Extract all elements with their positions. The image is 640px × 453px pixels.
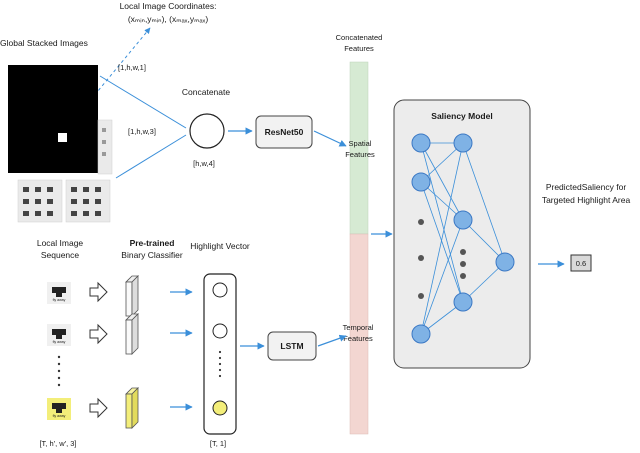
concat-features-line1: Concatenated xyxy=(336,33,383,42)
hv-slot-2 xyxy=(212,323,228,339)
predicted-value-box xyxy=(570,254,592,272)
stacked-thumbnails xyxy=(17,179,111,223)
network-edges xyxy=(420,142,506,335)
concatenate-node xyxy=(189,113,225,149)
classifier-slabs xyxy=(125,275,139,429)
pretrained-line1: Pre-trained xyxy=(130,238,175,248)
predicted-value: 0.6 xyxy=(576,259,586,268)
shape-hw1: [1,h,w,1] xyxy=(118,63,146,72)
highlight-vector-box xyxy=(203,273,237,435)
pretrained-line2: Binary Classifier xyxy=(121,250,183,260)
arrow-hw3-to-concat xyxy=(115,134,187,179)
shape-hw3: [1,h,w,3] xyxy=(128,127,156,136)
resnet-box xyxy=(255,115,313,149)
local-coords-values: (xₘᵢₙ,yₘᵢₙ), (xₘₐₓ,yₘₐₓ) xyxy=(128,14,208,24)
global-image-black xyxy=(8,65,98,173)
global-stacked-label: Global Stacked Images xyxy=(0,38,88,48)
temporal-label-line1: Temporal xyxy=(343,323,374,332)
lstm-label: LSTM xyxy=(280,341,303,351)
sequence-thumb-2: fly away xyxy=(47,324,71,346)
svg-text:fly away: fly away xyxy=(53,298,66,302)
side-icon-3 xyxy=(102,152,106,156)
spatial-label-line1: Spatial xyxy=(349,139,372,148)
resnet-label: ResNet50 xyxy=(265,127,304,137)
concatenate-label: Concatenate xyxy=(182,87,230,97)
predicted-label-line2: Targeted Highlight Area xyxy=(542,195,631,205)
highlight-mask-square xyxy=(58,133,67,142)
predicted-label-line1: PredictedSaliency for xyxy=(546,182,626,192)
local-seq-line1: Local Image xyxy=(37,238,84,248)
hollow-arrows xyxy=(89,281,108,419)
shape-thw3: [T, h', w', 3] xyxy=(39,439,76,448)
local-coords-title: Local Image Coordinates: xyxy=(120,1,217,11)
side-icon-1 xyxy=(102,128,106,132)
concat-features-line2: Features xyxy=(344,44,374,53)
sequence-vertical-dots xyxy=(57,355,61,387)
side-icon-2 xyxy=(102,140,106,144)
spatial-feature-bar xyxy=(349,61,369,235)
spatial-label-line2: Features xyxy=(345,150,375,159)
stack-side-panel xyxy=(97,119,113,175)
highlight-vector-label: Highlight Vector xyxy=(190,241,250,251)
network-ellipsis-dots xyxy=(418,219,466,299)
arrow-lstm-to-features xyxy=(317,334,347,347)
local-seq-line2: Sequence xyxy=(41,250,80,260)
shape-hw4: [h,w,4] xyxy=(193,159,215,168)
svg-text:fly away: fly away xyxy=(53,340,66,344)
network-nodes xyxy=(411,133,515,344)
hv-slot-1 xyxy=(212,282,228,298)
svg-text:fly away: fly away xyxy=(53,414,66,418)
sequence-thumb-1: fly away xyxy=(47,282,71,304)
hv-slot-highlight xyxy=(212,400,228,416)
shape-t1: [T, 1] xyxy=(210,439,226,448)
temporal-feature-bar xyxy=(349,233,369,435)
lstm-box xyxy=(267,331,317,361)
temporal-label-line2: Features xyxy=(343,334,373,343)
sequence-thumb-3: fly away xyxy=(47,398,71,420)
saliency-model-title: Saliency Model xyxy=(431,111,492,121)
hv-vertical-dots xyxy=(218,350,222,378)
arrow-resnet-to-features xyxy=(313,130,347,147)
arrow-hw1-to-concat xyxy=(99,75,187,129)
